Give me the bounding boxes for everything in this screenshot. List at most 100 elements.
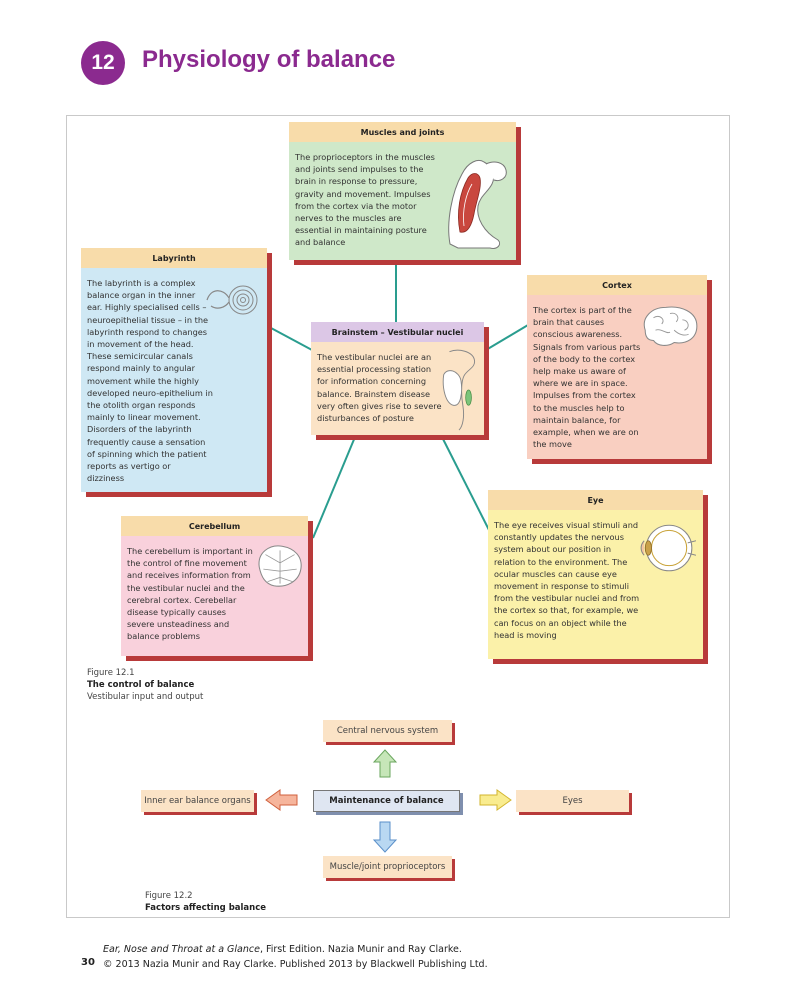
arm-muscle-icon <box>448 160 507 249</box>
text-line: in movement of the head. <box>87 339 194 350</box>
citation-footer: Ear, Nose and Throat at a Glance, First … <box>103 942 488 972</box>
text-line: balance. Brainstem disease <box>317 388 431 399</box>
labyrinth-title: Labyrinth <box>81 248 267 268</box>
figure-12-1-caption: Figure 12.1 The control of balance Vesti… <box>87 667 203 703</box>
text-line: from the cortex via the motor <box>295 200 417 211</box>
text-line: labyrinth respond to changes <box>87 326 208 337</box>
text-line: from the vestibular nuclei and from <box>494 593 640 604</box>
cortex-box: Cortex The cortex is part of the brain th… <box>527 275 707 459</box>
text-line: and joints send impulses to the <box>295 164 424 175</box>
maintenance-of-balance-box: Maintenance of balance <box>313 790 460 812</box>
text-line: disturbances of posture <box>317 413 414 424</box>
arrow-up-icon <box>372 749 398 778</box>
cerebellum-box: Cerebellum The cerebellum is important i… <box>121 516 308 656</box>
text-line: constantly updates the nervous <box>494 532 624 543</box>
text-line: essential processing station <box>317 364 432 375</box>
text-line: neuroepithelial tissue – in the <box>87 314 209 325</box>
muscles-joints-title: Muscles and joints <box>289 122 516 142</box>
text-line: can focus on an object while the <box>494 617 627 628</box>
text-line: very often gives rise to severe <box>317 400 442 411</box>
figure-12-2-caption: Figure 12.2 Factors affecting balance <box>145 890 266 914</box>
text-line: of the body to the cortex <box>533 353 636 364</box>
text-line: frequently cause a sensation <box>87 436 206 447</box>
text-line: conscious awareness. <box>533 329 623 340</box>
text-line: Signals from various parts <box>533 341 641 352</box>
brain-icon <box>643 306 698 346</box>
page-number: 30 <box>81 957 95 968</box>
brainstem-icon <box>442 349 476 431</box>
citation-line-1: Ear, Nose and Throat at a Glance, First … <box>103 942 488 957</box>
text-line: Impulses from the cortex <box>533 390 636 401</box>
cerebellum-title: Cerebellum <box>121 516 308 536</box>
cerebellum-icon <box>258 545 302 587</box>
arrow-down-icon <box>372 821 398 853</box>
text-line: of spinning which the patient <box>87 448 207 459</box>
text-line: the control of fine movement <box>127 558 247 569</box>
cerebellum-text: The cerebellum is important in the contro… <box>121 536 308 656</box>
text-line: cerebral cortex. Cerebellar <box>127 594 237 605</box>
chapter-number-badge: 12 <box>81 41 125 85</box>
text-line: The proprioceptors in the muscles <box>295 152 435 162</box>
muscles-joints-text: The proprioceptors in the muscles and joi… <box>289 142 516 260</box>
text-line: The cerebellum is important in <box>127 546 253 556</box>
text-line: the vestibular nuclei and the <box>127 582 245 593</box>
text-line: relation to the environment. The <box>494 556 628 567</box>
figure-12-1-subtitle: Vestibular input and output <box>87 692 204 702</box>
text-line: severe unsteadiness and <box>127 619 230 630</box>
text-line: example, when we are on <box>533 427 639 438</box>
figure-12-1-title: The control of balance <box>87 680 195 690</box>
text-line: brain in response to pressure, <box>295 176 418 187</box>
arrow-left-icon <box>265 789 298 811</box>
labyrinth-box: Labyrinth The labyrinth is a complex bala… <box>81 248 267 492</box>
cortex-title: Cortex <box>527 275 707 295</box>
text-line: disease typically causes <box>127 607 227 618</box>
text-line: ear. Highly specialised cells – <box>87 302 207 313</box>
text-line: the cortex so that, for example, we <box>494 605 639 616</box>
text-line: respond mainly to angular <box>87 363 195 374</box>
arrow-right-icon <box>479 789 512 811</box>
figure-12-1-label: Figure 12.1 <box>87 668 135 678</box>
text-line: nerves to the muscles are <box>295 213 402 224</box>
brainstem-title: Brainstem – Vestibular nuclei <box>311 322 484 342</box>
eye-text: The eye receives visual stimuli and const… <box>488 510 703 659</box>
labyrinth-text: The labyrinth is a complex balance organ … <box>81 268 267 492</box>
text-line: The cortex is part of the <box>533 305 632 315</box>
eyeball-icon <box>640 524 696 572</box>
text-line: These semicircular canals <box>87 351 193 362</box>
text-line: mainly to linear movement. <box>87 412 201 423</box>
text-line: brain that causes <box>533 317 605 328</box>
text-line: system about our position in <box>494 544 612 555</box>
text-line: The labyrinth is a complex <box>87 278 196 288</box>
brainstem-text: The vestibular nuclei are an essential pr… <box>311 342 484 435</box>
text-line: balance organ in the inner <box>87 290 196 301</box>
text-line: ocular muscles can cause eye <box>494 568 617 579</box>
figure-12-2-label: Figure 12.2 <box>145 891 193 901</box>
text-line: reports as vertigo or <box>87 461 171 472</box>
text-line: gravity and movement. Impulses <box>295 188 431 199</box>
chapter-title: Physiology of balance <box>142 46 396 73</box>
text-line: Disorders of the labyrinth <box>87 424 192 435</box>
inner-ear-icon <box>206 285 258 315</box>
edition-authors: , First Edition. Nazia Munir and Ray Cla… <box>259 944 462 955</box>
text-line: dizziness <box>87 473 125 484</box>
figure-12-2-title: Factors affecting balance <box>145 903 267 913</box>
text-line: the otolith organ responds <box>87 400 196 411</box>
text-line: where we are in space. <box>533 378 628 389</box>
central-nervous-system-box: Central nervous system <box>323 720 452 742</box>
text-line: and balance <box>295 237 346 248</box>
text-line: to the muscles help to <box>533 402 625 413</box>
text-line: developed neuro-epithelium in <box>87 387 213 398</box>
text-line: head is moving <box>494 629 557 640</box>
copyright-line: © 2013 Nazia Munir and Ray Clarke. Publi… <box>103 959 488 970</box>
text-line: The vestibular nuclei are an <box>317 352 432 362</box>
text-line: The eye receives visual stimuli and <box>494 520 639 530</box>
book-title: Ear, Nose and Throat at a Glance <box>103 944 260 955</box>
text-line: maintain balance, for <box>533 414 621 425</box>
text-line: and receives information from <box>127 570 251 581</box>
text-line: movement in response to stimuli <box>494 581 630 592</box>
text-line: movement while the highly <box>87 375 199 386</box>
text-line: for information concerning <box>317 376 427 387</box>
text-line: essential in maintaining posture <box>295 225 427 236</box>
